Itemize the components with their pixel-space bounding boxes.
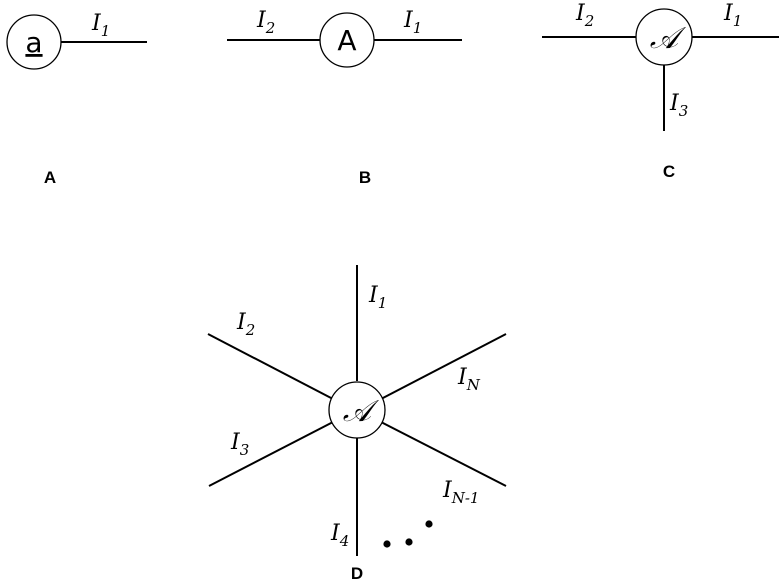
panel-b: A I2 I1 B bbox=[227, 8, 462, 187]
panel-a-label: A bbox=[44, 168, 56, 187]
panel-b-index-i2: I2 bbox=[256, 8, 275, 37]
panel-a-tensor-symbol: a bbox=[25, 26, 42, 59]
panel-d-index-i2: I2 bbox=[236, 310, 255, 339]
panel-d-index-i4: I4 bbox=[330, 521, 349, 550]
ellipsis-dot bbox=[383, 540, 391, 548]
panel-a: a I1 A bbox=[6, 11, 147, 187]
panel-d-index-in-1: IN-1 bbox=[442, 478, 479, 507]
panel-b-index-i1: I1 bbox=[403, 8, 422, 37]
panel-d-leg-in bbox=[380, 333, 507, 400]
panel-c-index-i1: I1 bbox=[723, 1, 742, 30]
ellipsis-dot bbox=[425, 520, 433, 528]
panel-a-node bbox=[6, 14, 62, 70]
panel-d-ellipsis-dots bbox=[383, 520, 433, 548]
panel-d-node bbox=[328, 381, 386, 439]
panel-d-leg-i2 bbox=[207, 333, 334, 400]
ellipsis-dot bbox=[405, 538, 413, 546]
panel-d-leg-in-1 bbox=[380, 421, 507, 487]
panel-c-label: C bbox=[663, 162, 675, 181]
panel-b-node bbox=[319, 12, 375, 68]
panel-d-index-i3: I3 bbox=[230, 430, 249, 459]
panel-d-index-in: IN bbox=[457, 365, 481, 394]
panel-c-index-i3: I3 bbox=[669, 91, 688, 120]
panel-b-label: B bbox=[359, 168, 371, 187]
panel-d-label: D bbox=[351, 564, 363, 583]
panel-d: 𝒜 I1 I2 IN I3 IN-1 I4 D bbox=[207, 265, 507, 583]
panel-c-node bbox=[635, 8, 693, 66]
panel-c-index-i2: I2 bbox=[575, 1, 594, 30]
panel-b-tensor-symbol: A bbox=[337, 24, 356, 57]
panel-c: 𝒜 I2 I1 I3 C bbox=[542, 1, 779, 181]
panel-d-leg-i3 bbox=[208, 421, 334, 487]
panel-d-index-i1: I1 bbox=[368, 283, 387, 312]
panel-a-index-i1: I1 bbox=[91, 11, 110, 40]
